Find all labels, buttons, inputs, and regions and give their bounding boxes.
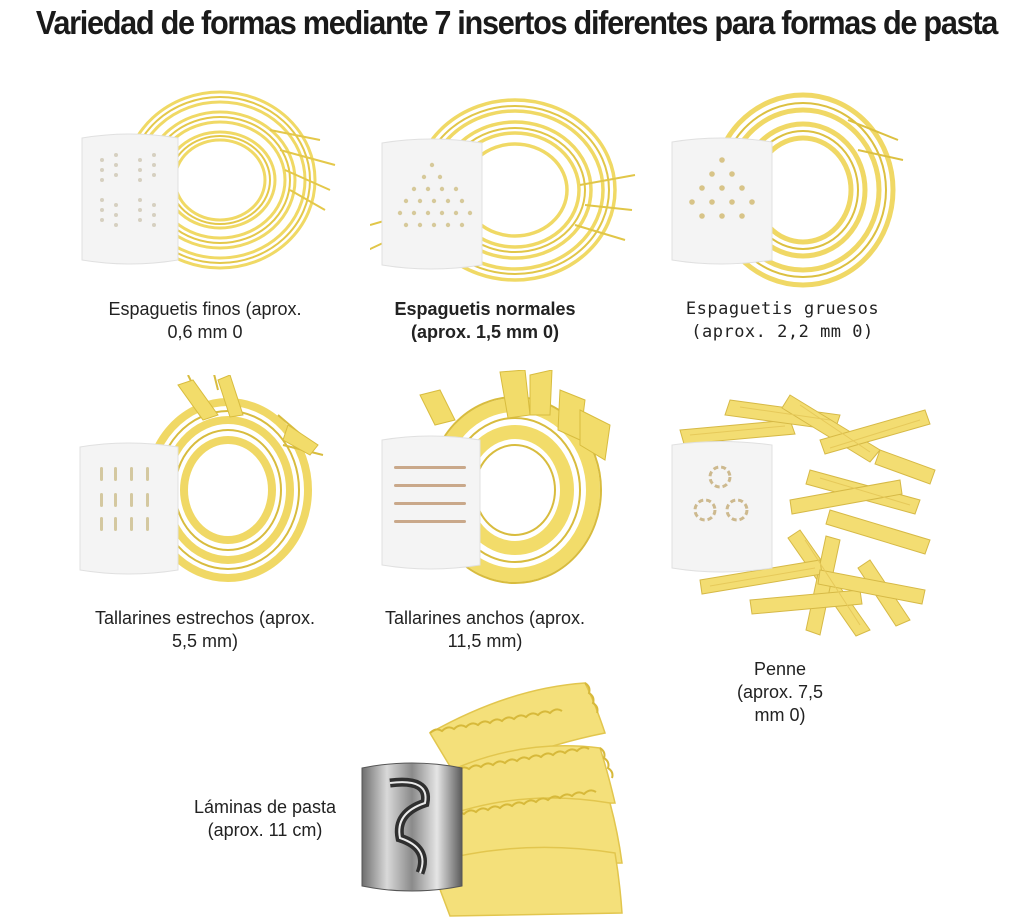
label-normal-spaghetti: Espaguetis normales(aprox. 1,5 mm 0): [394, 299, 576, 342]
label-thick-spaghetti: Espaguetis gruesos(aprox. 2,2 mm 0): [685, 299, 880, 342]
label-thin-spaghetti: Espaguetis finos (aprox.0,6 mm 0: [108, 299, 302, 342]
thick-spaghetti-image: [668, 80, 908, 295]
label-pasta-sheets: Láminas de pasta(aprox. 11 cm): [193, 797, 337, 840]
label-wide-tagliatelle: Tallarines anchos (aprox.11,5 mm): [384, 608, 586, 651]
thin-spaghetti-image: [80, 70, 340, 285]
page-title: Variedad de formas mediante 7 insertos d…: [35, 4, 999, 41]
wide-tagliatelle-image: [380, 370, 615, 595]
normal-spaghetti-image: [370, 75, 640, 290]
pasta-sheets-image: [360, 678, 630, 918]
penne-image: [670, 390, 940, 645]
label-narrow-tagliatelle: Tallarines estrechos (aprox.5,5 mm): [94, 608, 316, 651]
narrow-tagliatelle-image: [78, 375, 328, 595]
